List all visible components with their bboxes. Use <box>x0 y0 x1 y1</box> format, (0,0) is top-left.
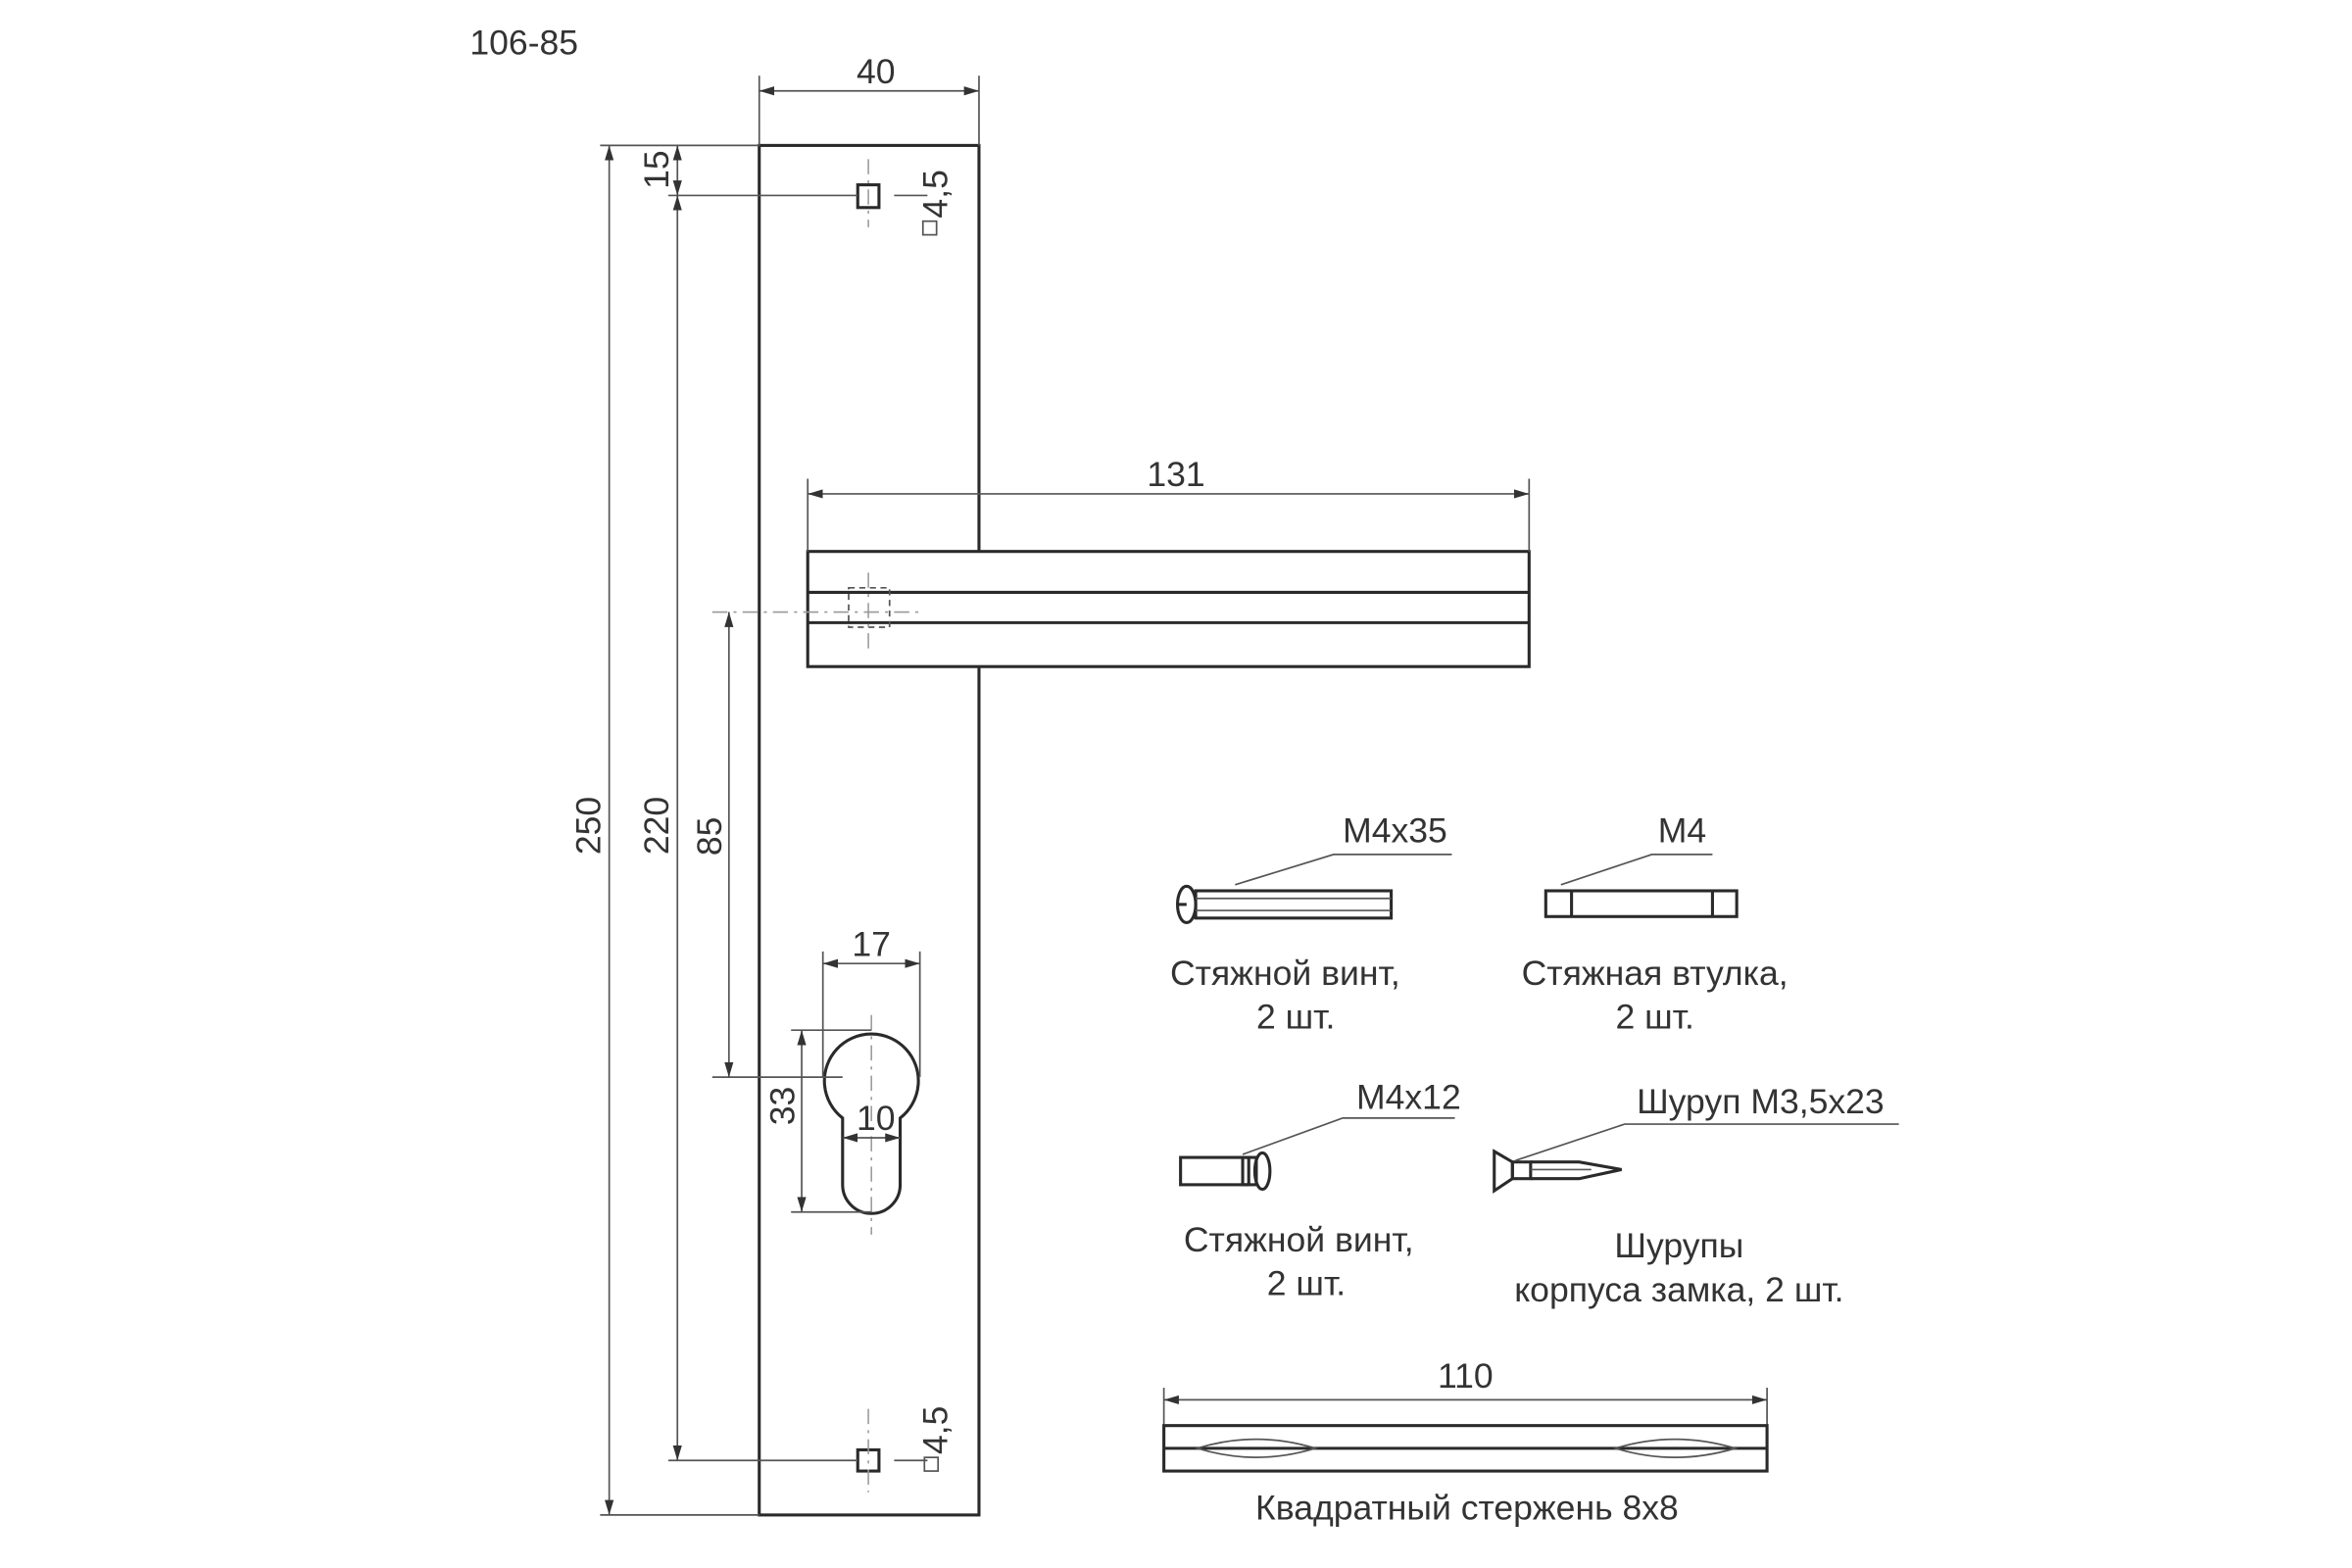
part-screw-m4x35 <box>1176 854 1452 924</box>
dim-hole-bottom: 4,5 <box>915 1406 955 1454</box>
dim-plate-width: 40 <box>857 52 896 91</box>
part-qty: 2 шт. <box>1615 998 1693 1037</box>
dim-screw-offset: 15 <box>637 150 676 189</box>
part-qty: 2 шт. <box>1256 998 1335 1037</box>
part-name: Стяжной винт, <box>1184 1220 1414 1259</box>
dim-spindle-length: 110 <box>1438 1356 1494 1396</box>
part-qty: корпуса замка, 2 шт. <box>1514 1270 1843 1309</box>
part-qty: 2 шт. <box>1267 1264 1346 1303</box>
dim-slot-width: 10 <box>857 1099 896 1138</box>
dim-plate-height: 250 <box>568 797 608 855</box>
part-spec: Шуруп М3,5x23 <box>1637 1082 1885 1121</box>
part-wood-screw <box>1493 1123 1899 1194</box>
part-name: Стяжная втулка, <box>1522 954 1788 993</box>
part-spec: M4 <box>1658 811 1706 851</box>
dim-screw-spacing: 220 <box>637 797 676 855</box>
backplate <box>758 143 981 1517</box>
dimension-lines <box>600 75 1531 1516</box>
dim-handle-length: 131 <box>1147 455 1204 494</box>
dim-cylinder-width: 17 <box>852 924 891 963</box>
spindle-label: Квадратный стержень 8x8 <box>1255 1489 1679 1528</box>
part-spec: M4x35 <box>1343 811 1447 851</box>
dim-cylinder-height: 33 <box>762 1087 802 1126</box>
part-spec: M4x12 <box>1356 1078 1461 1117</box>
part-screw-m4x12 <box>1179 1117 1455 1192</box>
part-name: Стяжной винт, <box>1170 954 1400 993</box>
part-name: Шурупы <box>1614 1226 1743 1265</box>
part-sleeve-m4 <box>1544 854 1739 918</box>
square-spindle <box>1162 1388 1769 1473</box>
dim-hole-top: 4,5 <box>915 170 955 218</box>
dim-center-distance: 85 <box>690 817 729 857</box>
lever-handle <box>711 550 1531 668</box>
cylinder-cutout <box>822 1032 920 1215</box>
drawing-title: 106-85 <box>469 24 578 63</box>
